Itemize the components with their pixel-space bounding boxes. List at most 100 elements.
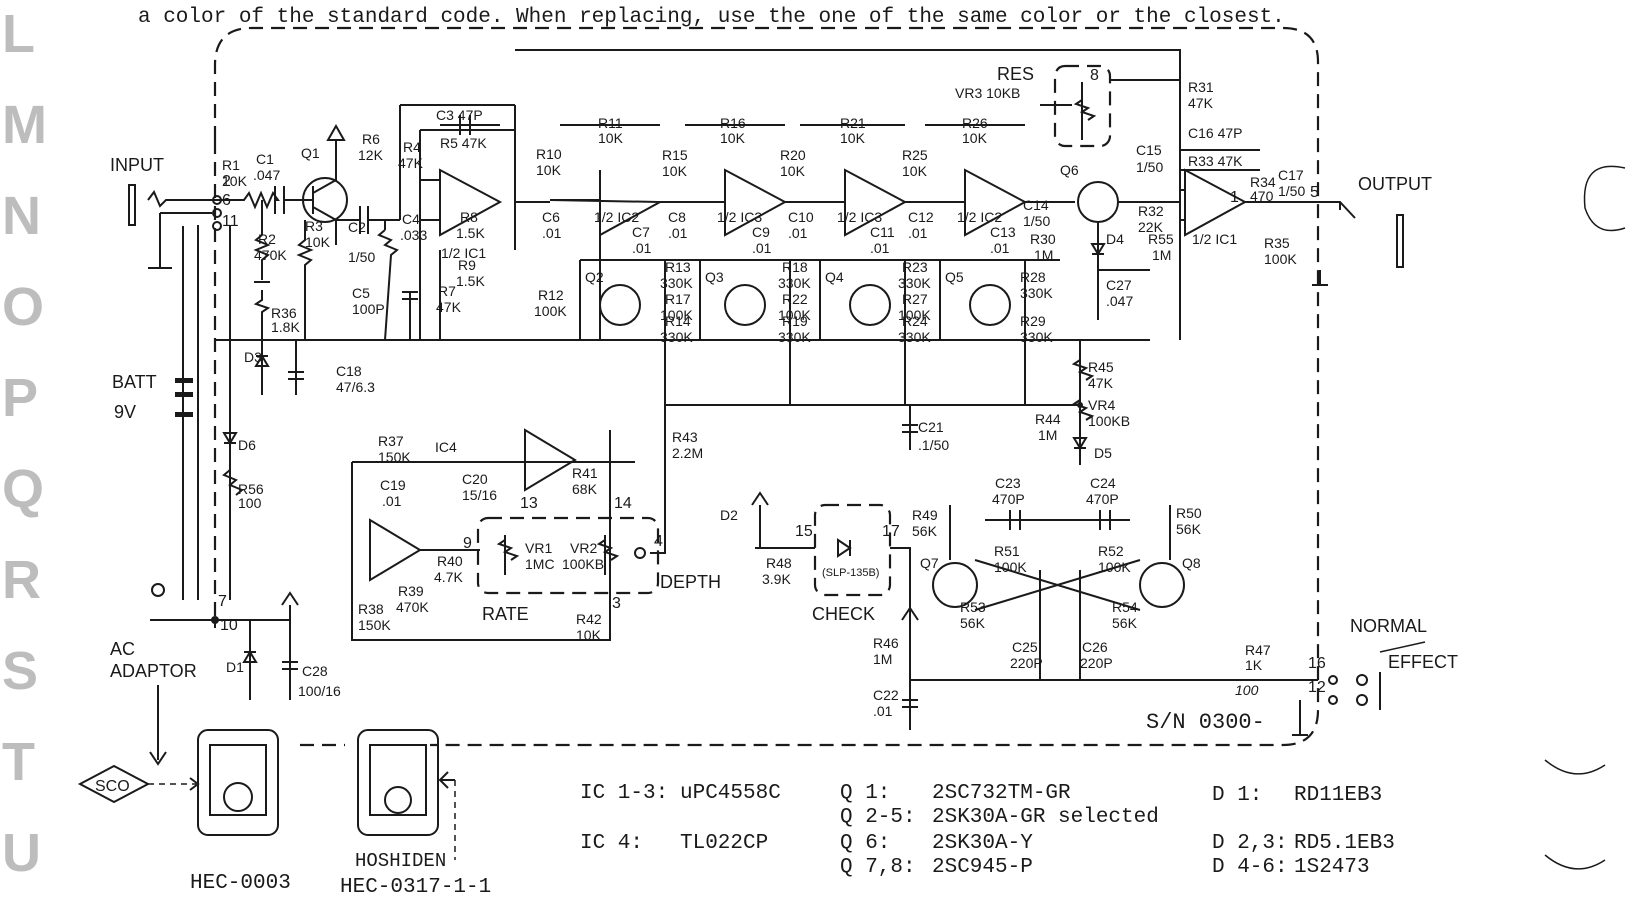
label-r39v: 470K <box>396 599 429 615</box>
label-r7: R7 <box>438 283 456 299</box>
parts-ref: IC 1-3: <box>580 782 668 805</box>
pin-number: 15 <box>795 523 813 540</box>
label-vr2: VR2 <box>570 540 597 556</box>
label-c12v: .01 <box>908 225 928 241</box>
pin-number: 6 <box>222 192 231 209</box>
label-c1v: .047 <box>253 167 280 183</box>
label-r46v: 1M <box>873 651 892 667</box>
label-r38v: 150K <box>358 617 391 633</box>
pin-number: 10 <box>220 617 238 634</box>
label-r16v: 10K <box>720 130 746 146</box>
label-c14: C14 <box>1023 197 1049 213</box>
label-r54v: 56K <box>1112 615 1138 631</box>
label-c18v: 47/6.3 <box>336 379 375 395</box>
sco-label: SCO <box>95 778 130 795</box>
label-r45v: 47K <box>1088 375 1114 391</box>
pin-number: 12 <box>1308 679 1326 696</box>
ic4b-opamp-icon <box>524 428 577 492</box>
label-c17: C17 <box>1278 167 1304 183</box>
label-r18v: 330K <box>778 275 811 291</box>
label-r49v: 56K <box>912 523 938 539</box>
q2-fet-icon <box>599 284 641 326</box>
label-c26: C26 <box>1082 639 1108 655</box>
label-r2v: 470K <box>254 247 287 263</box>
label-c13: C13 <box>990 224 1016 240</box>
output-jack-icon <box>1396 214 1404 268</box>
label-r43: R43 <box>672 429 698 445</box>
header-note: a color of the standard code. When repla… <box>138 6 1285 29</box>
parts-value: RD11EB3 <box>1294 784 1382 807</box>
res-label: RES <box>997 64 1034 84</box>
label-r41v: 68K <box>572 481 598 497</box>
label-r53v: 56K <box>960 615 986 631</box>
label-q2: Q2 <box>585 269 604 285</box>
label-c8: C8 <box>668 209 686 225</box>
parts-value: 1S2473 <box>1294 856 1370 879</box>
label-c12: C12 <box>908 209 934 225</box>
label-c23v: 470P <box>992 491 1025 507</box>
side-letter: S <box>2 641 38 701</box>
q3-fet-icon <box>724 284 766 326</box>
label-c6v: .01 <box>542 225 562 241</box>
label-r44v: 1M <box>1038 427 1057 443</box>
check-led-box <box>813 503 892 597</box>
label-c15: C15 <box>1136 142 1162 158</box>
normal-label: NORMAL <box>1350 616 1427 636</box>
label-c4v: .033 <box>400 227 427 243</box>
pin-number: 2 <box>222 173 231 190</box>
label-r22: R22 <box>782 291 808 307</box>
hec-0317-jack-icon <box>357 729 439 836</box>
label-c20v: 15/16 <box>462 487 497 503</box>
label-r52v: 100K <box>1098 559 1131 575</box>
label-r26v: 10K <box>962 130 988 146</box>
label-r16: R16 <box>720 115 746 131</box>
binder-marks <box>1544 165 1626 870</box>
label-r56: R56 <box>238 481 264 497</box>
label-r13: R13 <box>665 259 691 275</box>
label-q7: Q7 <box>920 555 939 571</box>
label-c19: C19 <box>380 477 406 493</box>
r47-handwritten-note: 100 <box>1235 682 1259 698</box>
label-c25v: 220P <box>1010 655 1043 671</box>
parts-value: TL022CP <box>680 832 768 855</box>
label-r11v: 10K <box>598 130 624 146</box>
label-c3: C3 47P <box>436 107 483 123</box>
label-r28v: 330K <box>1020 285 1053 301</box>
parts-value: uPC4558C <box>680 782 781 805</box>
rate-depth-pot-box <box>476 516 660 595</box>
label-r25: R25 <box>902 147 928 163</box>
label-c15v: 1/50 <box>1136 159 1163 175</box>
label-r36v: 1.8K <box>271 319 300 335</box>
label-q4: Q4 <box>825 269 844 285</box>
label-r45: R45 <box>1088 359 1114 375</box>
label-vr4: VR4 <box>1088 397 1115 413</box>
pin-number: 8 <box>1090 67 1099 84</box>
batt-voltage: 9V <box>114 402 136 422</box>
parts-ref: Q 1: <box>840 782 890 805</box>
label-r18: R18 <box>782 259 808 275</box>
check-led-icon <box>837 538 852 558</box>
label-d2: D2 <box>720 507 738 523</box>
label-r6v: 12K <box>358 147 384 163</box>
label-r24: R24 <box>902 313 928 329</box>
side-letter: R <box>2 550 41 610</box>
parts-ref: Q 2-5: <box>840 806 916 829</box>
label-r56v: 100 <box>238 495 262 511</box>
label-r13v: 330K <box>660 275 693 291</box>
label-r3: R3 <box>305 218 323 234</box>
label-r29v: 330K <box>1020 329 1053 345</box>
parts-value: 2SC945-P <box>932 856 1033 879</box>
label-r15: R15 <box>662 147 688 163</box>
label-r43v: 2.2M <box>672 445 703 461</box>
parts-ref: IC 4: <box>580 832 643 855</box>
label-c21: C21 <box>918 419 944 435</box>
label-r37v: 150K <box>378 449 411 465</box>
label-r30: R30 <box>1030 231 1056 247</box>
batt-label: BATT <box>112 372 157 392</box>
label-c9v: .01 <box>752 240 772 256</box>
side-letter: O <box>2 277 44 337</box>
label-r36: R36 <box>271 305 297 321</box>
label-c21v: .1/50 <box>918 437 949 453</box>
